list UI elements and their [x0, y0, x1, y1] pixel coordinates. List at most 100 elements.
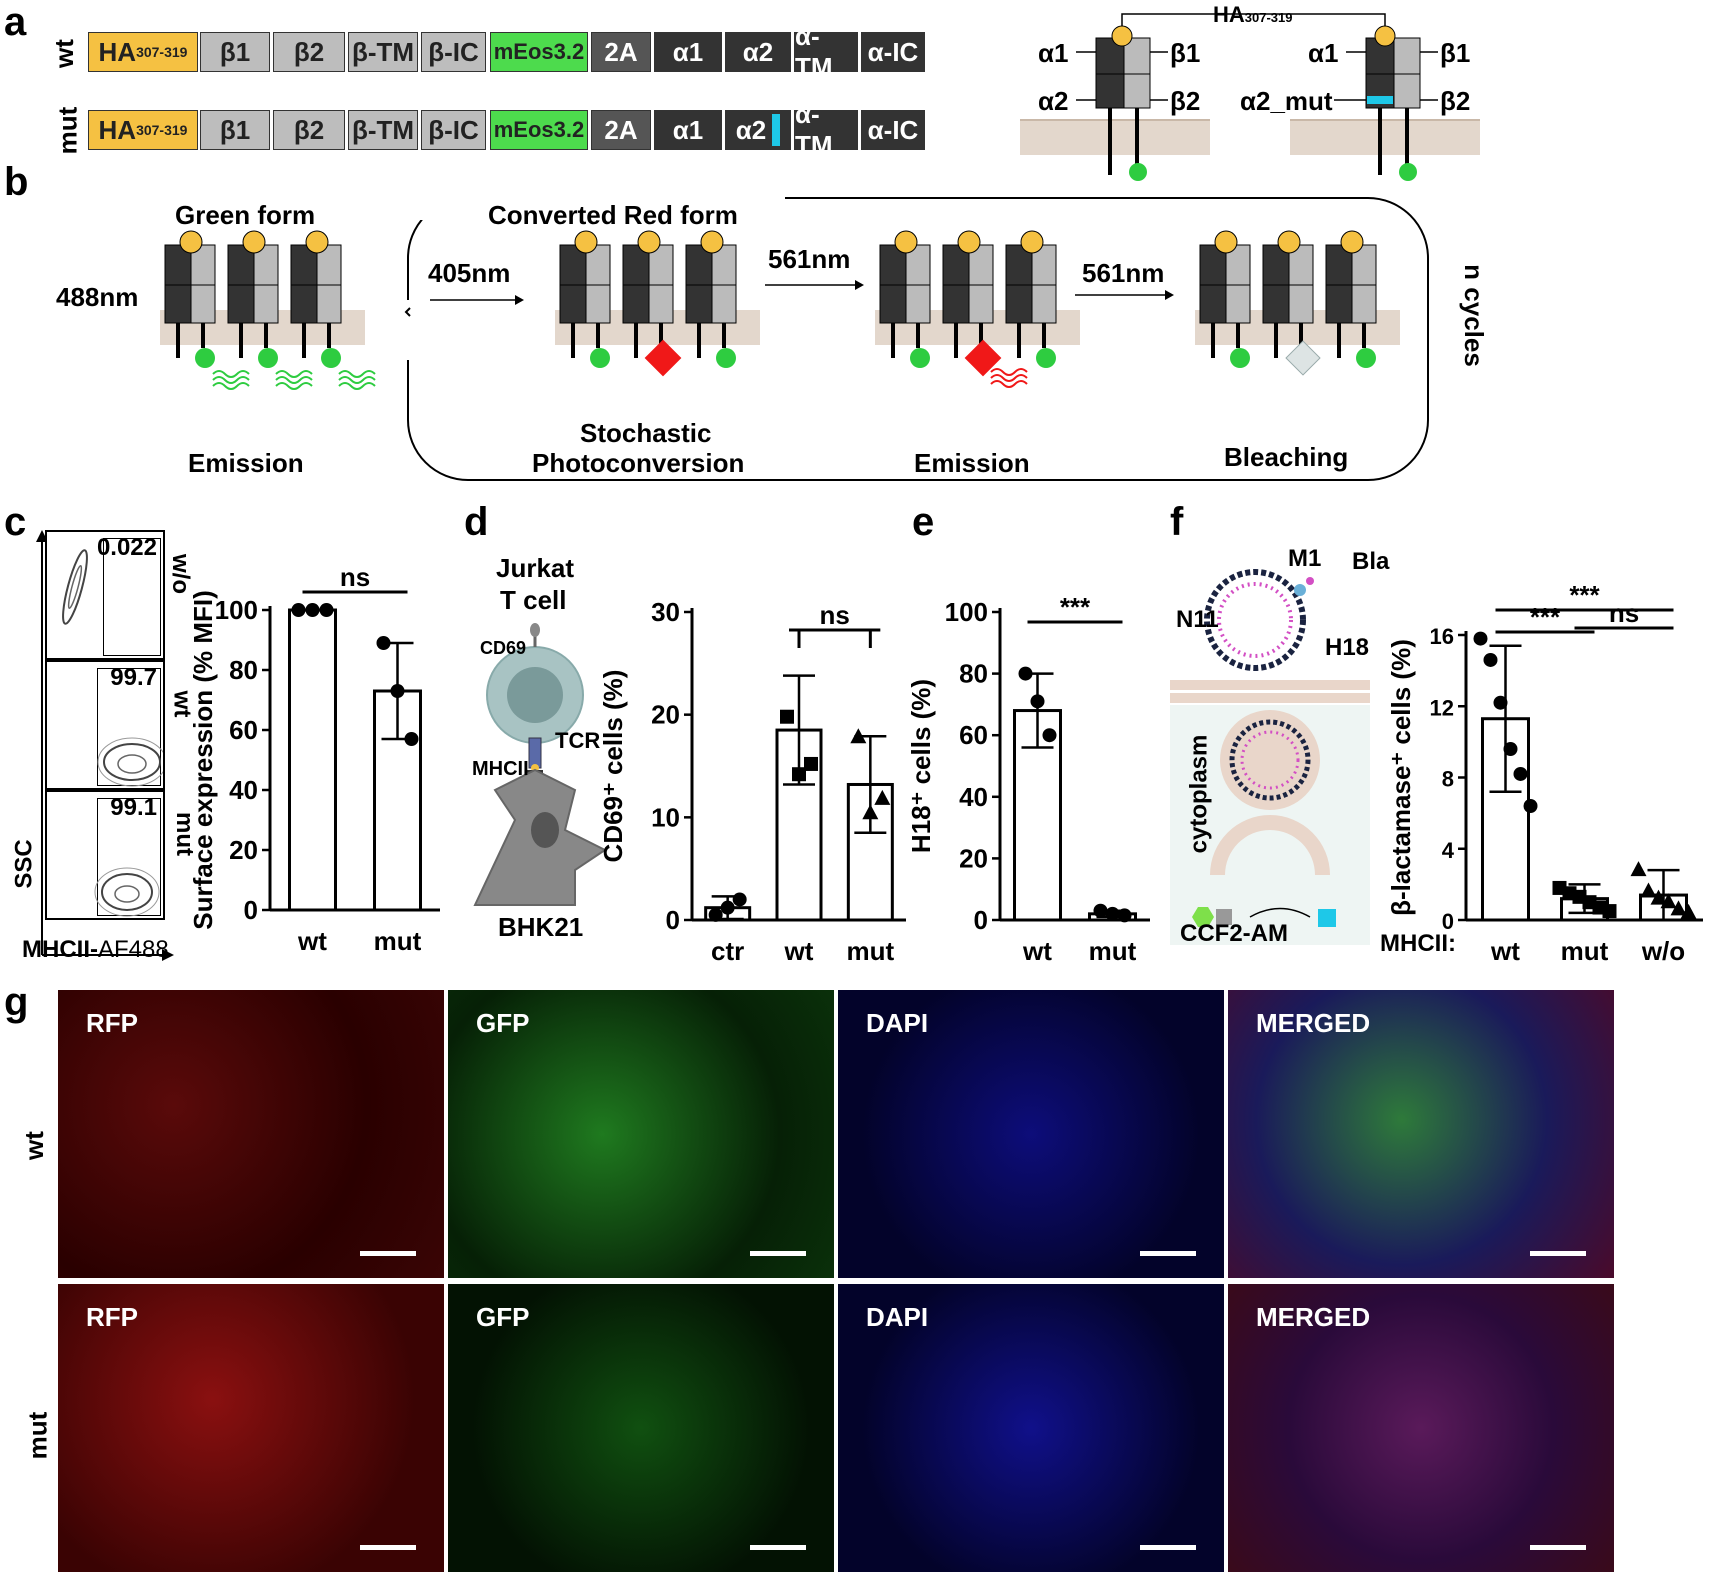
segment-alpha2: α2 — [725, 32, 791, 72]
segment-alpha1: α1 — [654, 110, 722, 150]
bleaching-label: Bleaching — [1224, 442, 1349, 472]
y-tick-label: 100 — [945, 597, 988, 627]
alpha-chain — [290, 284, 318, 324]
y-tick-label: 20 — [959, 843, 988, 873]
beta-chain — [1031, 284, 1057, 324]
n-cycles-label: n cycles — [1458, 264, 1489, 367]
y-tick-label: 8 — [1442, 767, 1454, 792]
y-tick-label: 12 — [1430, 695, 1454, 720]
channel-label: MERGED — [1256, 1302, 1371, 1332]
peptide-icon — [1340, 230, 1364, 254]
alpha-chain — [227, 284, 255, 324]
scale-bar — [1140, 1251, 1196, 1256]
significance-label: ns — [1609, 598, 1639, 628]
red-fluorophore-icon — [644, 339, 682, 377]
micrograph-wt-merged: MERGED — [1228, 990, 1614, 1278]
significance-label: ns — [819, 600, 849, 630]
y-tick-label: 16 — [1430, 624, 1454, 649]
segment-2a: 2A — [591, 110, 651, 150]
emission-label-2: Emission — [914, 448, 1030, 478]
green-fluorophore-icon — [258, 348, 278, 368]
mutation-mark — [772, 114, 781, 146]
cytoplasm-label: cytoplasm — [1185, 734, 1213, 854]
segment-beta1: β1 — [200, 110, 270, 150]
y-tick-label: 10 — [651, 802, 680, 832]
segment-beta1: β1 — [200, 32, 270, 72]
alpha-chain — [559, 284, 587, 324]
emission-wave — [990, 374, 1028, 382]
y-tick-label: 40 — [229, 775, 258, 805]
y-tick-label: 20 — [229, 835, 258, 865]
peptide-icon — [1214, 230, 1238, 254]
x-tick-label: wt — [1022, 936, 1052, 966]
y-tick-label: 30 — [651, 597, 680, 627]
data-point — [319, 603, 334, 617]
data-point — [1030, 694, 1045, 709]
green-form-label: Green form — [175, 200, 316, 230]
green-fluorophore-icon — [195, 348, 215, 368]
segment-alpha-tm: α-TM — [794, 99, 858, 160]
data-point — [780, 709, 794, 724]
y-tick-label: 4 — [1442, 838, 1455, 863]
label-beta1-wt: β1 — [1170, 38, 1201, 68]
beta-chain — [1351, 284, 1377, 324]
data-point — [305, 603, 320, 617]
data-point — [1523, 799, 1538, 813]
data-point — [376, 636, 391, 650]
micrograph-wt-dapi: DAPI — [838, 990, 1224, 1278]
panel-label-g: g — [4, 980, 29, 1024]
emission-wave — [212, 382, 250, 390]
y-tick-label: 0 — [1442, 909, 1454, 934]
data-point — [1093, 903, 1108, 918]
emission-wave — [990, 380, 1028, 388]
data-point — [1630, 861, 1647, 877]
y-axis-label: CD69⁺ cells (%) — [600, 670, 628, 863]
jurkat-label: Jurkat — [496, 553, 575, 583]
channel-label: DAPI — [866, 1302, 929, 1332]
micrograph-wt-gfp: GFP — [448, 990, 834, 1278]
bhk21-label: BHK21 — [498, 912, 584, 942]
significance-label: *** — [1569, 580, 1600, 610]
segment-alpha-ic: α-IC — [861, 32, 925, 72]
micrograph-row-label-wt: wt — [18, 1131, 49, 1160]
segment-beta-tm: β-TM — [348, 32, 418, 72]
micrograph-mut-merged: MERGED — [1228, 1284, 1614, 1572]
peptide-icon — [700, 230, 724, 254]
stochastic-label: Stochastic — [580, 418, 712, 448]
channel-label: GFP — [476, 1008, 530, 1038]
y-axis-label: Surface expression (% MFI) — [190, 590, 218, 930]
y-tick-label: 0 — [974, 905, 988, 935]
scale-bar — [750, 1251, 806, 1256]
data-point — [1483, 652, 1498, 667]
data-point — [1493, 695, 1508, 710]
beta-chain — [1225, 284, 1251, 324]
segment-beta-ic: β-IC — [421, 32, 486, 72]
scale-bar — [1140, 1545, 1196, 1550]
gate — [103, 538, 161, 656]
construct-row-label-mut: mut — [52, 106, 83, 155]
h18-label: H18 — [1325, 634, 1370, 661]
x-tick-label: mut — [846, 936, 894, 966]
n11-label: N11 — [1176, 606, 1219, 633]
photoconversion-diagram — [160, 190, 1429, 481]
flow-plot-mut: 99.1 — [45, 790, 165, 920]
data-point — [1018, 666, 1033, 681]
channel-label: GFP — [476, 1302, 530, 1332]
emission-wave — [275, 376, 313, 384]
y-tick-label: 0 — [244, 895, 258, 925]
data-point — [708, 907, 723, 922]
flow-xaxis-label: MHCII-AF488 — [22, 936, 169, 963]
alpha-chain — [1199, 284, 1227, 324]
emission-wave — [338, 376, 376, 384]
segment-beta2: β2 — [273, 32, 345, 72]
data-point — [1640, 882, 1657, 898]
micrograph-mut-dapi: DAPI — [838, 1284, 1224, 1572]
y-tick-label: 60 — [229, 715, 258, 745]
emission-wave — [338, 382, 376, 390]
bla-label: Bla — [1352, 548, 1390, 575]
wavelength-561-a: 561nm — [768, 244, 851, 274]
label-beta2-mut: β2 — [1440, 86, 1471, 116]
emission-wave — [990, 368, 1028, 376]
